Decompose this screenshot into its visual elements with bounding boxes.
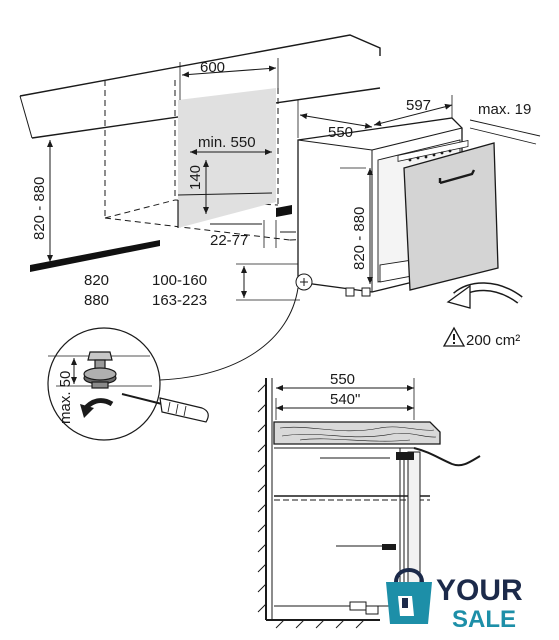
ventilation-note: 200 cm² — [442, 326, 520, 349]
niche-height-label: 820 - 880 — [31, 177, 48, 240]
table-row2-height: 880 — [84, 292, 109, 309]
control-panel — [397, 140, 469, 162]
section-inner-depth-label: 540" — [330, 391, 360, 408]
floor-plinth — [30, 205, 292, 272]
dim-door-clearance: max. 19 — [469, 101, 541, 145]
plinth-range-label: 22-77 — [210, 232, 248, 249]
table-row2-range: 163-223 — [152, 292, 207, 309]
foot-adjust-label: max. 50 — [57, 371, 74, 424]
dim-niche-depth: min. 550 — [190, 134, 272, 155]
appliance-feet — [295, 273, 371, 297]
niche-width-label: 600 — [200, 59, 225, 76]
screwdriver-icon — [121, 393, 209, 423]
shopping-bag-icon — [386, 568, 432, 624]
logo-word-your: YOUR — [436, 574, 523, 607]
dim-appliance-height: 820 - 880 — [340, 167, 373, 284]
dim-niche-width: 600 — [179, 58, 279, 100]
warning-icon — [442, 326, 466, 347]
door-clearance-label: max. 19 — [478, 101, 531, 118]
logo-word-sale: SALE — [452, 606, 516, 633]
plinth-height-label: 140 — [187, 165, 204, 190]
yoursale-logo: YOUR SALE — [386, 568, 523, 633]
appliance-width-label: 597 — [406, 97, 431, 114]
foot-detail: max. 50 — [47, 287, 299, 441]
foot-height-table: 820 100-160 880 163-223 — [84, 263, 300, 309]
appliance-door — [403, 142, 499, 291]
appliance-depth-label: 550 — [328, 124, 353, 141]
door-handle — [439, 169, 476, 185]
dim-plinth-range: 22-77 — [210, 220, 277, 249]
arrow-icon — [446, 282, 523, 309]
ventilation-label: 200 cm² — [466, 332, 520, 349]
niche-back-panel — [178, 88, 276, 228]
section-view: 550 540" — [257, 371, 481, 629]
table-row1-range: 100-160 — [152, 272, 207, 289]
niche-depth-label: min. 550 — [198, 134, 256, 151]
dim-plinth-height: 140 — [187, 160, 209, 214]
appliance-height-label: 820 - 880 — [351, 207, 368, 270]
dim-appliance-depth: 550 — [297, 100, 373, 141]
dim-appliance-width: 597 — [373, 95, 453, 127]
table-row1-height: 820 — [84, 272, 109, 289]
section-depth-label: 550 — [330, 371, 355, 388]
dim-niche-height: 820 - 880 — [31, 140, 53, 262]
adjustable-foot — [83, 351, 117, 389]
plinth-line — [177, 192, 273, 196]
section-worktop — [273, 421, 441, 445]
